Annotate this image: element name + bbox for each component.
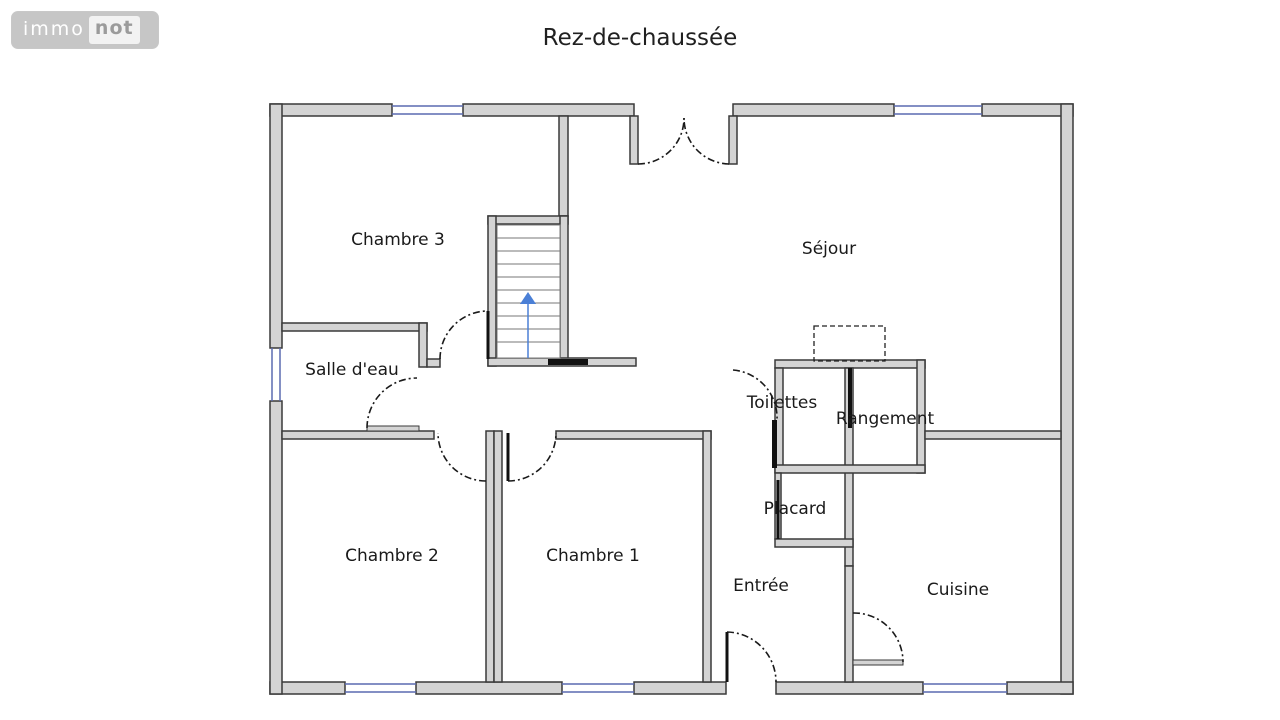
room-label-toilettes: Toilettes xyxy=(746,393,818,413)
floor-title: Rez-de-chaussée xyxy=(542,25,738,51)
room-label-chambre-2: Chambre 2 xyxy=(345,546,439,566)
staircase xyxy=(496,224,561,359)
room-label-cuisine: Cuisine xyxy=(927,580,989,600)
immonot-logo[interactable]: immo not xyxy=(11,11,159,49)
logo-text-not: not xyxy=(88,16,140,44)
stair-arrow-icon xyxy=(520,292,536,304)
room-label-chambre-3: Chambre 3 xyxy=(351,230,445,250)
room-label-chambre-1: Chambre 1 xyxy=(546,546,640,566)
logo-text-immo: immo xyxy=(23,18,85,40)
room-label-salle-d-eau: Salle d'eau xyxy=(305,360,399,380)
room-label-placard: Placard xyxy=(764,499,827,519)
exterior-walls xyxy=(269,103,1074,695)
doors xyxy=(366,117,904,683)
windows xyxy=(271,105,1007,693)
interior-walls xyxy=(281,115,1062,683)
room-label-sejour: Séjour xyxy=(802,239,856,259)
room-labels: Chambre 3 Séjour Salle d'eau Toilettes R… xyxy=(305,230,989,600)
room-label-entree: Entrée xyxy=(733,576,789,596)
room-label-rangement: Rangement xyxy=(836,409,935,429)
